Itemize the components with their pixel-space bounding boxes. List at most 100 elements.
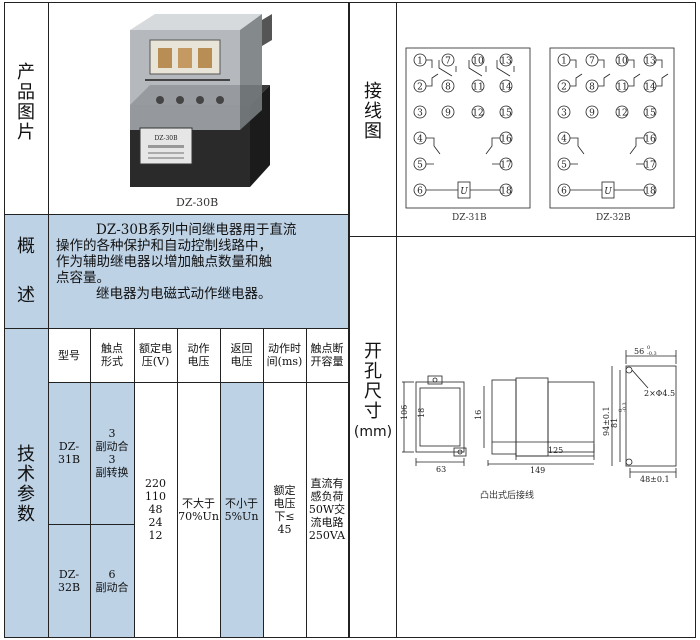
product-picture-label: 产 品 图 片 — [4, 60, 48, 146]
terminal-number: 10 — [472, 57, 484, 67]
relay-photo: DZ-30B — [130, 14, 272, 187]
terminal-number: 1 — [417, 57, 423, 67]
rated-voltage-values: 220 110 48 24 12 — [145, 477, 166, 542]
terminal-circle — [471, 53, 485, 67]
terminal-circle — [441, 105, 455, 119]
header-model: 型号 — [58, 348, 80, 362]
terminal-circle — [499, 53, 513, 67]
dim-56-tol-up: 0 — [647, 345, 650, 351]
dim-81-tol: -0.3 — [622, 402, 628, 412]
dim-94: 94±0.1 — [602, 406, 611, 436]
dim-106: 106 — [400, 405, 409, 420]
dim-56-tol: -0.3 — [647, 351, 657, 357]
dim-125: 125 — [548, 446, 563, 455]
terminal-circle — [471, 105, 485, 119]
wiring-caption-dz32b: DZ-32B — [596, 213, 631, 223]
product-caption: DZ-30B — [176, 196, 219, 209]
terminal-number: 9 — [589, 109, 595, 119]
wiring-caption-dz31b: DZ-31B — [452, 213, 487, 223]
overview-text: DZ-30B系列中间继电器用于直流 操作的各种保护和自动控制线路中， 作为辅助继… — [56, 222, 346, 302]
terminal-number: 16 — [500, 135, 512, 145]
row-contacts: 3 副动合 3 副转换 — [95, 427, 129, 479]
header-return-voltage: 返回电压 — [230, 342, 253, 368]
terminal-number: 8 — [589, 83, 595, 93]
terminal-circle — [441, 79, 455, 93]
tech-params-label: 技 术 参 数 — [4, 440, 48, 530]
action-voltage-value: 不大于 70%Un — [178, 496, 219, 523]
terminal-circle — [471, 79, 485, 93]
terminal-number: 7 — [589, 57, 595, 67]
terminal-number: 15 — [500, 109, 512, 119]
contact-line — [656, 73, 669, 87]
terminal-number: 18 — [644, 187, 656, 197]
dim-81-tol-up: 0 — [618, 409, 624, 412]
contact-col-bg — [90, 382, 134, 638]
dim-holes: 2×Φ4.5 — [644, 389, 675, 398]
coil-symbol: U — [604, 187, 612, 197]
header-action-time: 动作时间(ms) — [266, 342, 303, 368]
terminal-number: 4 — [561, 135, 567, 145]
return-col-bg — [220, 382, 264, 638]
terminal-number: 6 — [417, 187, 423, 197]
terminal-number: 12 — [472, 109, 483, 119]
overview-text-bg — [48, 214, 348, 328]
dim-149: 149 — [530, 466, 545, 475]
terminal-circle — [441, 53, 455, 67]
contact-line — [598, 59, 605, 68]
row-model: DZ-32B — [57, 567, 81, 594]
label-unit: (mm) — [353, 424, 393, 440]
terminal-number: 13 — [500, 57, 512, 67]
header-breaking-capacity: 触点断开容量 — [310, 342, 344, 368]
terminal-number: 18 — [500, 187, 512, 197]
label-char: 产 — [17, 62, 35, 83]
row-model: DZ-31B — [57, 440, 81, 466]
label-char: 片 — [17, 122, 35, 143]
terminal-number: 3 — [417, 109, 423, 119]
overview-line: 点容量。 — [56, 270, 110, 286]
terminal-number: 11 — [472, 83, 483, 93]
terminal-number: 10 — [616, 57, 628, 67]
terminal-number: 16 — [644, 135, 656, 145]
overview-label: 概 述 — [4, 222, 48, 320]
terminal-number: 6 — [561, 187, 567, 197]
wiring-label: 接 线 图 — [350, 80, 396, 144]
coil-symbol: U — [460, 187, 468, 197]
contact-line — [629, 137, 644, 165]
contact-line — [656, 59, 663, 68]
contact-line — [426, 73, 439, 87]
label-char: 寸 — [364, 401, 382, 422]
terminal-circle — [499, 105, 513, 119]
overview-line: 操作的各种保护和自动控制线路中， — [56, 238, 272, 254]
terminal-number: 9 — [445, 109, 451, 119]
contact-line — [438, 60, 453, 77]
overview-line: DZ-30B系列中间继电器用于直流 — [96, 222, 297, 238]
dim-56: 56 — [634, 347, 644, 356]
label-char: 数 — [17, 504, 35, 525]
label-char: 图 — [17, 102, 35, 123]
terminal-circle — [585, 105, 599, 119]
contact-line — [628, 59, 635, 68]
label-char: 图 — [364, 121, 382, 142]
contact-line — [598, 73, 611, 87]
contact-line — [628, 73, 641, 87]
terminal-number: 3 — [561, 109, 567, 119]
tech-label-bg — [4, 328, 48, 638]
label-char: 参 — [17, 484, 35, 505]
label-char: 述 — [17, 284, 35, 306]
contact-line — [570, 137, 585, 165]
terminal-number: 5 — [417, 161, 423, 171]
terminal-number: 17 — [500, 161, 512, 171]
label-char: 术 — [17, 464, 35, 485]
terminal-number: 8 — [445, 83, 451, 93]
cutout-drawing: 106 18 63 16 125 149 56 0 -0.3 2×Φ4.5 94… — [400, 345, 677, 484]
cutout-caption: 凸出式后接线 — [480, 491, 535, 501]
terminal-circle — [557, 105, 571, 119]
label-char: 线 — [364, 101, 382, 122]
terminal-number: 13 — [644, 57, 656, 67]
dim-16: 16 — [474, 410, 483, 420]
contact-line — [570, 73, 583, 87]
return-voltage-value: 不小于 5%Un — [224, 496, 259, 523]
header-contacts: 触点形式 — [101, 342, 123, 368]
terminal-number: 4 — [417, 135, 423, 145]
